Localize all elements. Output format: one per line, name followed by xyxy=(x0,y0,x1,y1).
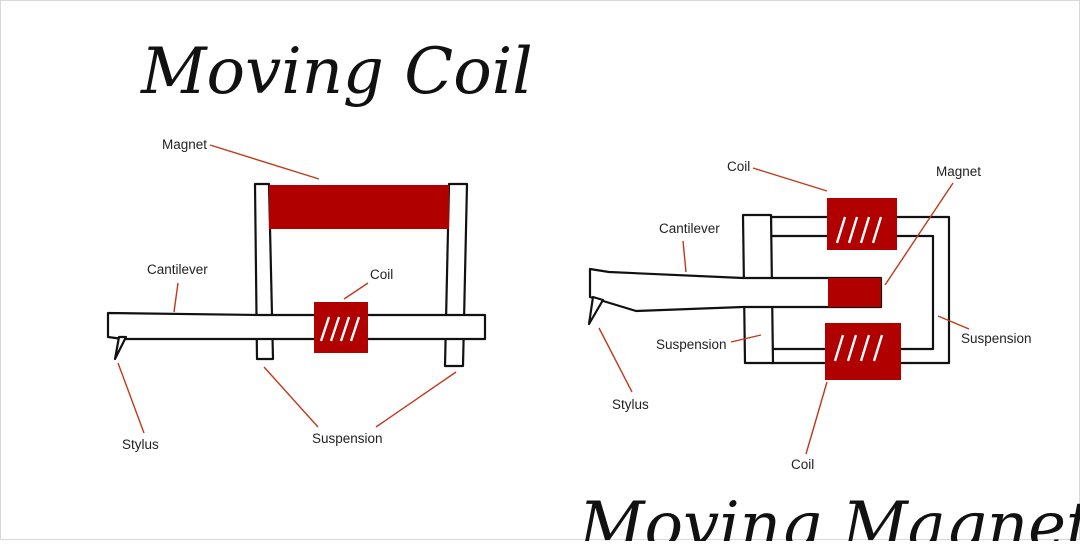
leader-cantilever xyxy=(173,282,179,313)
coil-winding xyxy=(859,334,871,362)
moving-magnet-title: Moving Magnet xyxy=(578,489,1080,541)
coil-winding xyxy=(871,216,883,244)
magnet-bar xyxy=(269,185,449,229)
moving-coil-diagram: Moving Coil Magnet Cantilever Coil Stylu… xyxy=(106,35,533,452)
label-suspension-left: Suspension xyxy=(656,337,727,352)
moving-magnet-diagram: Moving Magnet Coil Magn xyxy=(578,159,1080,546)
leader-cantilever xyxy=(682,240,687,273)
cantilever-rod xyxy=(106,311,487,341)
leader-magnet xyxy=(884,182,954,286)
stylus-tip xyxy=(587,295,605,326)
coil xyxy=(314,302,368,353)
coil-bottom xyxy=(825,323,901,380)
leader-coil xyxy=(343,282,369,300)
moving-coil-title: Moving Coil xyxy=(140,35,533,109)
coil-winding xyxy=(859,216,871,244)
coil-winding xyxy=(872,334,884,362)
label-coil-top: Coil xyxy=(727,159,750,174)
stylus-tip xyxy=(113,335,128,361)
leader-suspension-left xyxy=(730,334,762,343)
leader-coil-top xyxy=(752,167,828,192)
coil-top xyxy=(827,198,897,250)
leader-coil-bottom xyxy=(805,381,828,455)
coil-winding xyxy=(847,216,859,244)
coil-winding xyxy=(846,334,858,362)
coil-winding xyxy=(835,216,847,244)
label-coil: Coil xyxy=(370,267,393,282)
label-cantilever: Cantilever xyxy=(147,262,208,277)
coil-block xyxy=(314,302,368,353)
leader-magnet xyxy=(209,144,320,180)
label-suspension-right: Suspension xyxy=(961,331,1032,346)
coil-winding xyxy=(349,316,361,342)
coil-winding xyxy=(833,334,845,362)
magnet-block xyxy=(828,278,881,307)
label-stylus: Stylus xyxy=(612,397,649,412)
label-magnet: Magnet xyxy=(162,137,207,152)
label-coil-bottom: Coil xyxy=(791,457,814,472)
coil-winding xyxy=(339,316,351,342)
label-stylus: Stylus xyxy=(122,437,159,452)
label-magnet: Magnet xyxy=(936,164,981,179)
label-cantilever: Cantilever xyxy=(659,221,720,236)
label-suspension: Suspension xyxy=(312,431,383,446)
leader-stylus xyxy=(598,327,633,393)
leader-suspension-right xyxy=(375,371,457,428)
leader-stylus xyxy=(117,362,145,434)
leader-suspension-right xyxy=(937,315,970,330)
leader-suspension-left xyxy=(263,366,319,428)
coil-winding xyxy=(329,316,341,342)
coil-winding xyxy=(319,316,331,342)
